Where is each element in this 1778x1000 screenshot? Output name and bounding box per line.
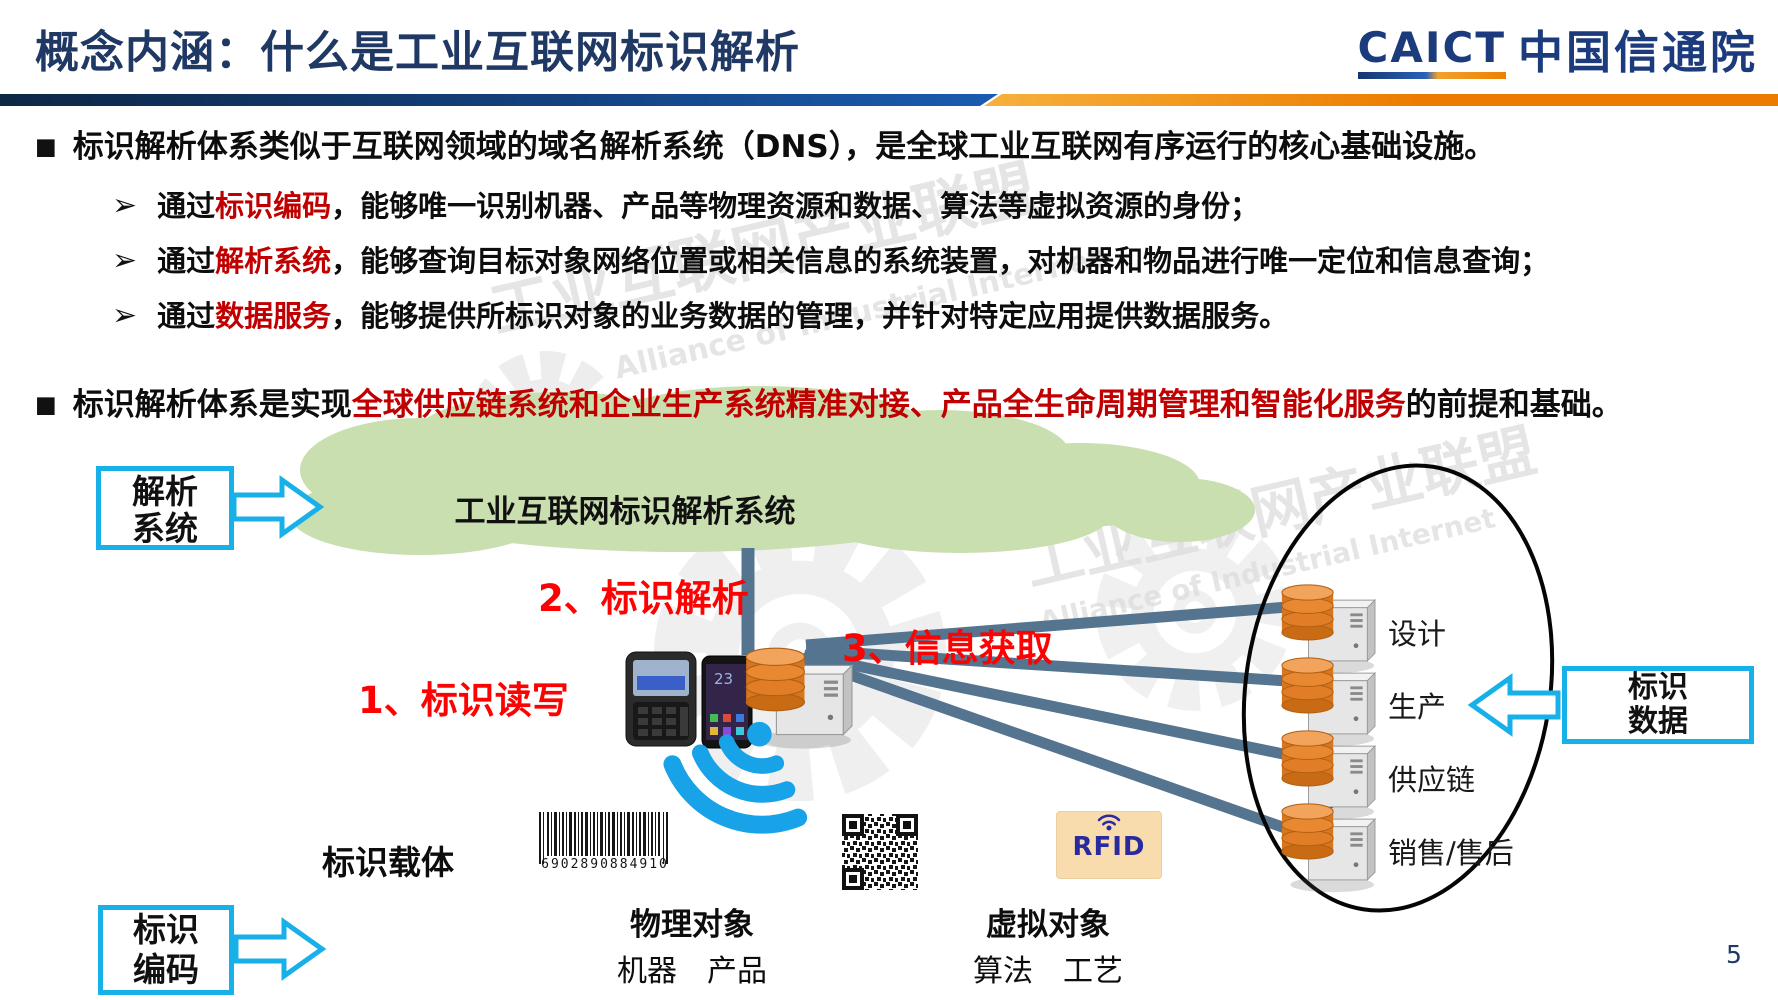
arrow-bullet-marker: ➢ xyxy=(112,298,138,333)
physical-object-title: 物理对象 xyxy=(630,907,754,943)
code-box-line2: 编码 xyxy=(133,950,199,989)
sub-bullet-3-text: 通过数据服务，能够提供所标识对象的业务数据的管理，并针对特定应用提供数据服务。 xyxy=(157,299,1289,333)
sub-bullet-2: ➢ 通过解析系统，能够查询目标对象网络位置或相关信息的系统装置，对机器和物品进行… xyxy=(112,241,1549,281)
virtual-object-items: 算法 工艺 xyxy=(973,954,1123,989)
resolve-system-box: 解析 系统 xyxy=(96,466,234,550)
app-server-label-sales: 销售/售后 xyxy=(1388,836,1514,870)
caict-logo-text: CAICT xyxy=(1357,23,1506,72)
sub-bullet-3: ➢ 通过数据服务，能够提供所标识对象的业务数据的管理，并针对特定应用提供数据服务… xyxy=(112,296,1288,336)
barcode-digits: 6902890884910 xyxy=(541,857,669,872)
barcode-icon: 6902890884910 xyxy=(537,810,673,872)
step-label-info-fetch: 3、信息获取 xyxy=(842,627,1053,670)
step-label-resolve: 2、标识解析 xyxy=(538,577,749,620)
caict-logo-name: 中国信通院 xyxy=(1517,26,1758,79)
divider-blue-segment xyxy=(0,94,998,106)
data-box-line2: 数据 xyxy=(1628,704,1688,739)
bullet-1-text: 标识解析体系类似于互联网领域的域名解析系统（DNS），是全球工业互联网有序运行的… xyxy=(72,129,1496,165)
rfid-tag: RFID xyxy=(1056,811,1162,879)
sub-bullet-2-text: 通过解析系统，能够查询目标对象网络位置或相关信息的系统装置，对机器和物品进行唯一… xyxy=(157,244,1550,278)
code-arrow-icon xyxy=(233,917,327,981)
app-server-label-supplychain: 供应链 xyxy=(1388,763,1476,797)
resolve-box-line1: 解析 xyxy=(132,472,198,511)
caict-logo: CAICT 中国信通院 xyxy=(1357,23,1758,80)
data-arrow-icon xyxy=(1467,673,1561,737)
cloud-shape xyxy=(290,386,1255,555)
square-bullet-marker: ■ xyxy=(35,134,57,160)
identifier-data-box: 标识 数据 xyxy=(1562,666,1754,744)
identifier-code-box: 标识 编码 xyxy=(98,905,234,995)
bullet-2: ■ 标识解析体系是实现全球供应链系统和企业生产系统精准对接、产品全生命周期管理和… xyxy=(35,384,1623,426)
qr-code-icon xyxy=(838,810,922,894)
physical-object-items: 机器 产品 xyxy=(617,954,767,989)
virtual-object-title: 虚拟对象 xyxy=(986,907,1110,943)
page-number: 5 xyxy=(1726,940,1742,969)
app-server-label-design: 设计 xyxy=(1388,617,1447,651)
resolve-arrow-icon xyxy=(231,475,325,539)
phone-app-icons xyxy=(710,714,744,735)
sub-bullet-1: ➢ 通过标识编码，能够唯一识别机器、产品等物理资源和数据、算法等虚拟资源的身份； xyxy=(112,186,1259,226)
code-box-line1: 标识 xyxy=(133,910,199,949)
page-title: 概念内涵：什么是工业互联网标识解析 xyxy=(35,27,800,78)
divider-orange-segment xyxy=(984,94,1778,106)
bullet-2-text: 标识解析体系是实现全球供应链系统和企业生产系统精准对接、产品全生命周期管理和智能… xyxy=(72,387,1623,423)
arrow-bullet-marker: ➢ xyxy=(112,188,138,223)
phone-clock-text: 23 xyxy=(714,670,733,688)
sub-bullet-1-text: 通过标识编码，能够唯一识别机器、产品等物理资源和数据、算法等虚拟资源的身份； xyxy=(157,189,1260,223)
carrier-label: 标识载体 xyxy=(322,843,454,882)
smartphone-icon: 23 xyxy=(701,655,753,749)
step-label-read-write: 1、标识读写 xyxy=(358,679,569,722)
caict-logo-acronym-block: CAICT xyxy=(1357,23,1506,79)
caict-logo-underline xyxy=(1357,72,1506,79)
wifi-icon xyxy=(663,721,808,834)
square-bullet-marker: ■ xyxy=(35,392,57,418)
title-divider xyxy=(0,94,1778,106)
app-server-label-production: 生产 xyxy=(1388,690,1447,724)
connector-lines xyxy=(741,548,1290,835)
resolve-box-line2: 系统 xyxy=(132,509,198,548)
arrow-bullet-marker: ➢ xyxy=(112,243,138,278)
bullet-1: ■ 标识解析体系类似于互联网领域的域名解析系统（DNS），是全球工业互联网有序运… xyxy=(35,126,1495,168)
rfid-label: RFID xyxy=(1072,832,1146,862)
handheld-scanner-icon xyxy=(625,651,697,747)
cloud-label: 工业互联网标识解析系统 xyxy=(454,494,796,530)
rfid-wave-icon xyxy=(1097,814,1121,831)
data-box-line1: 标识 xyxy=(1628,670,1688,705)
